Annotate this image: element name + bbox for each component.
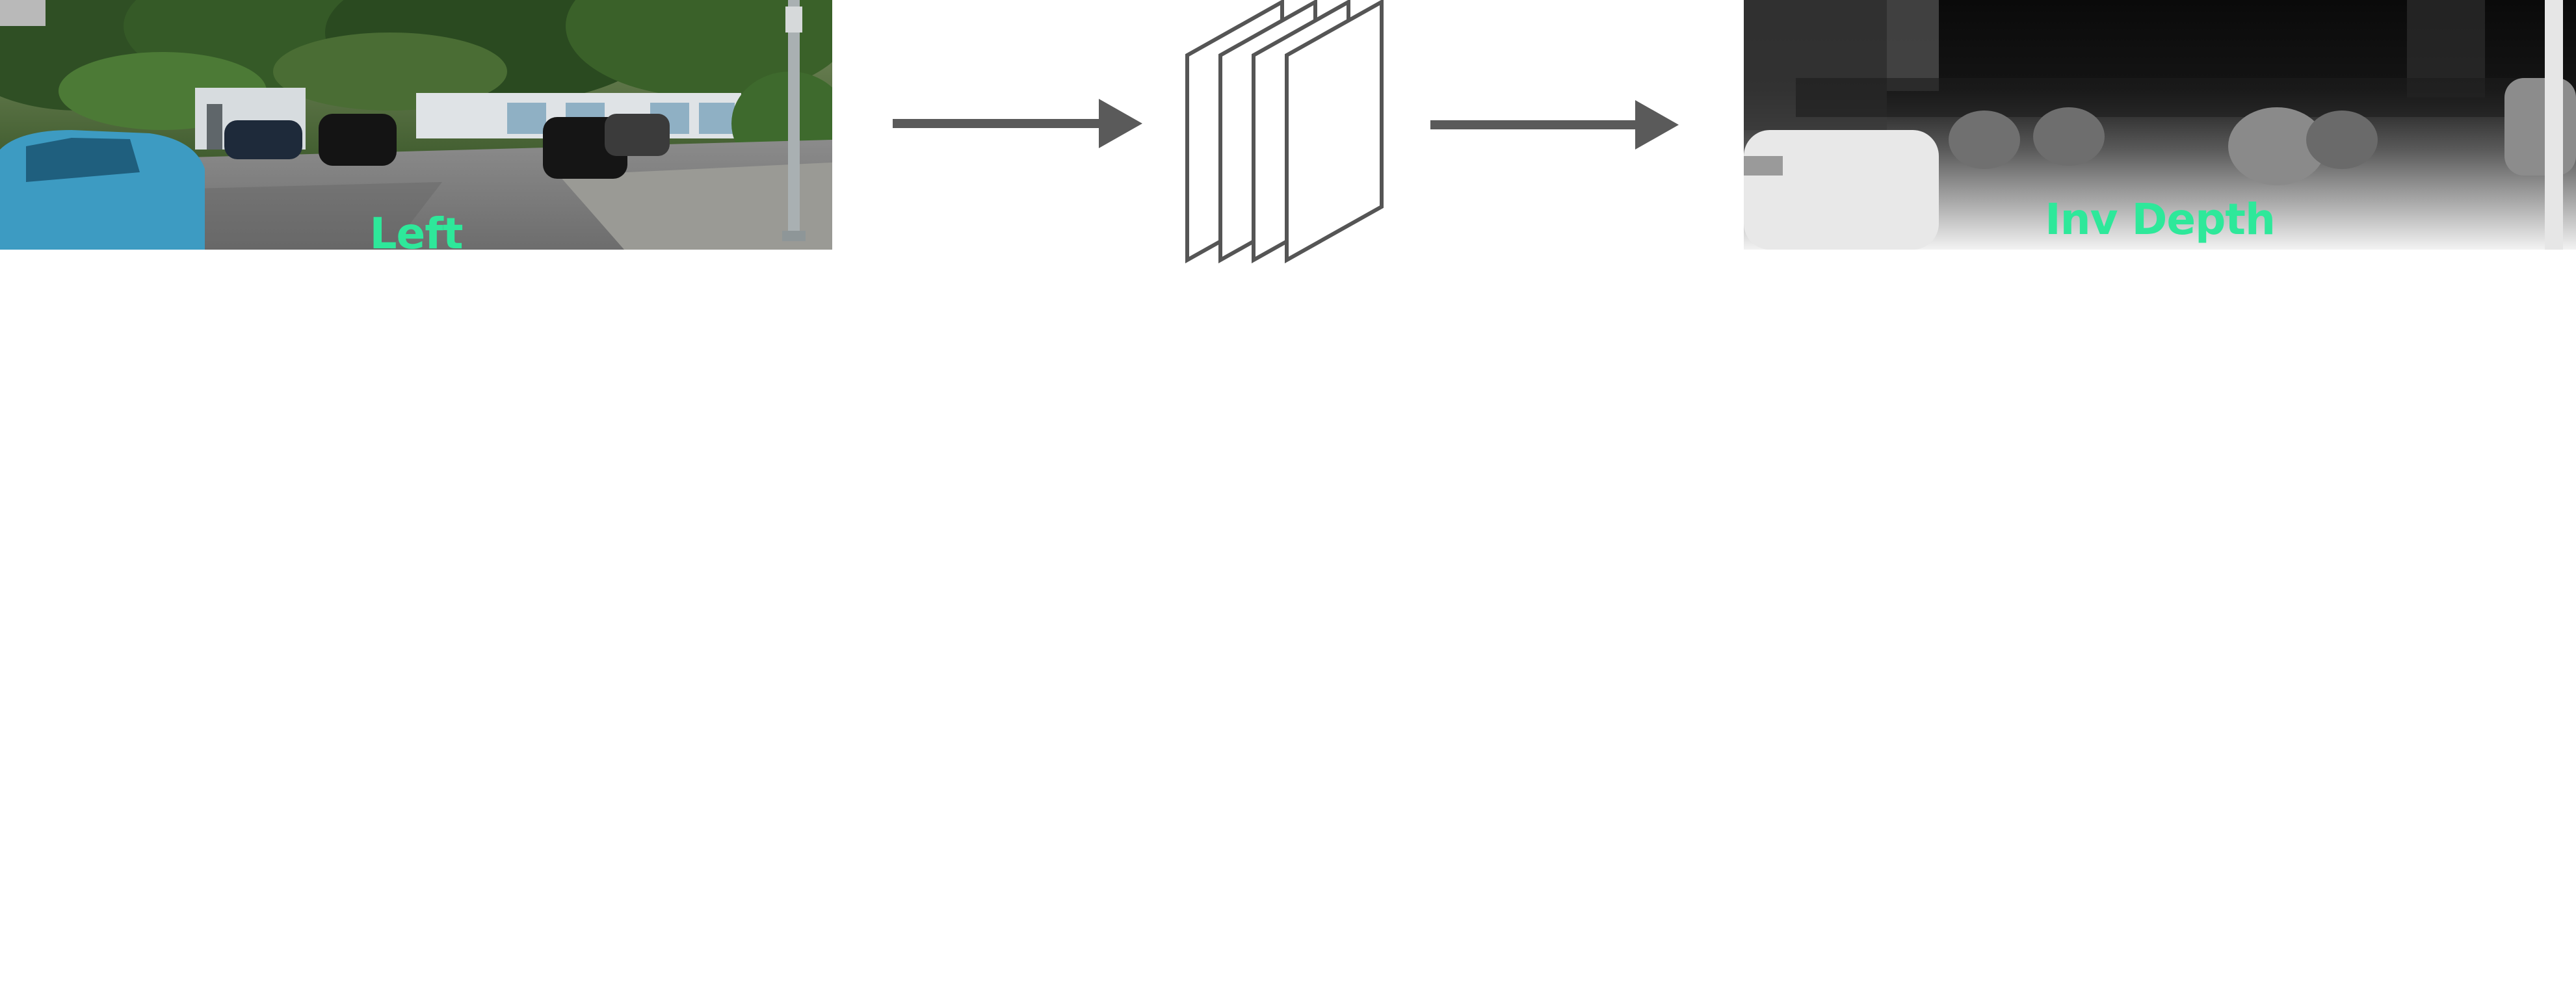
- left-input-image: Left: [0, 0, 832, 250]
- arrow-right-icon: [1430, 100, 1679, 150]
- feature-layers-icon: [1185, 0, 1384, 264]
- left-image-label: Left: [369, 209, 463, 250]
- street-scene-illustration: [0, 0, 832, 250]
- inverse-depth-map: [1744, 0, 2576, 250]
- arrow-right-icon: [893, 99, 1142, 148]
- output-image-label: Inv Depth: [2045, 194, 2276, 244]
- inverse-depth-output-image: Inv Depth: [1744, 0, 2576, 250]
